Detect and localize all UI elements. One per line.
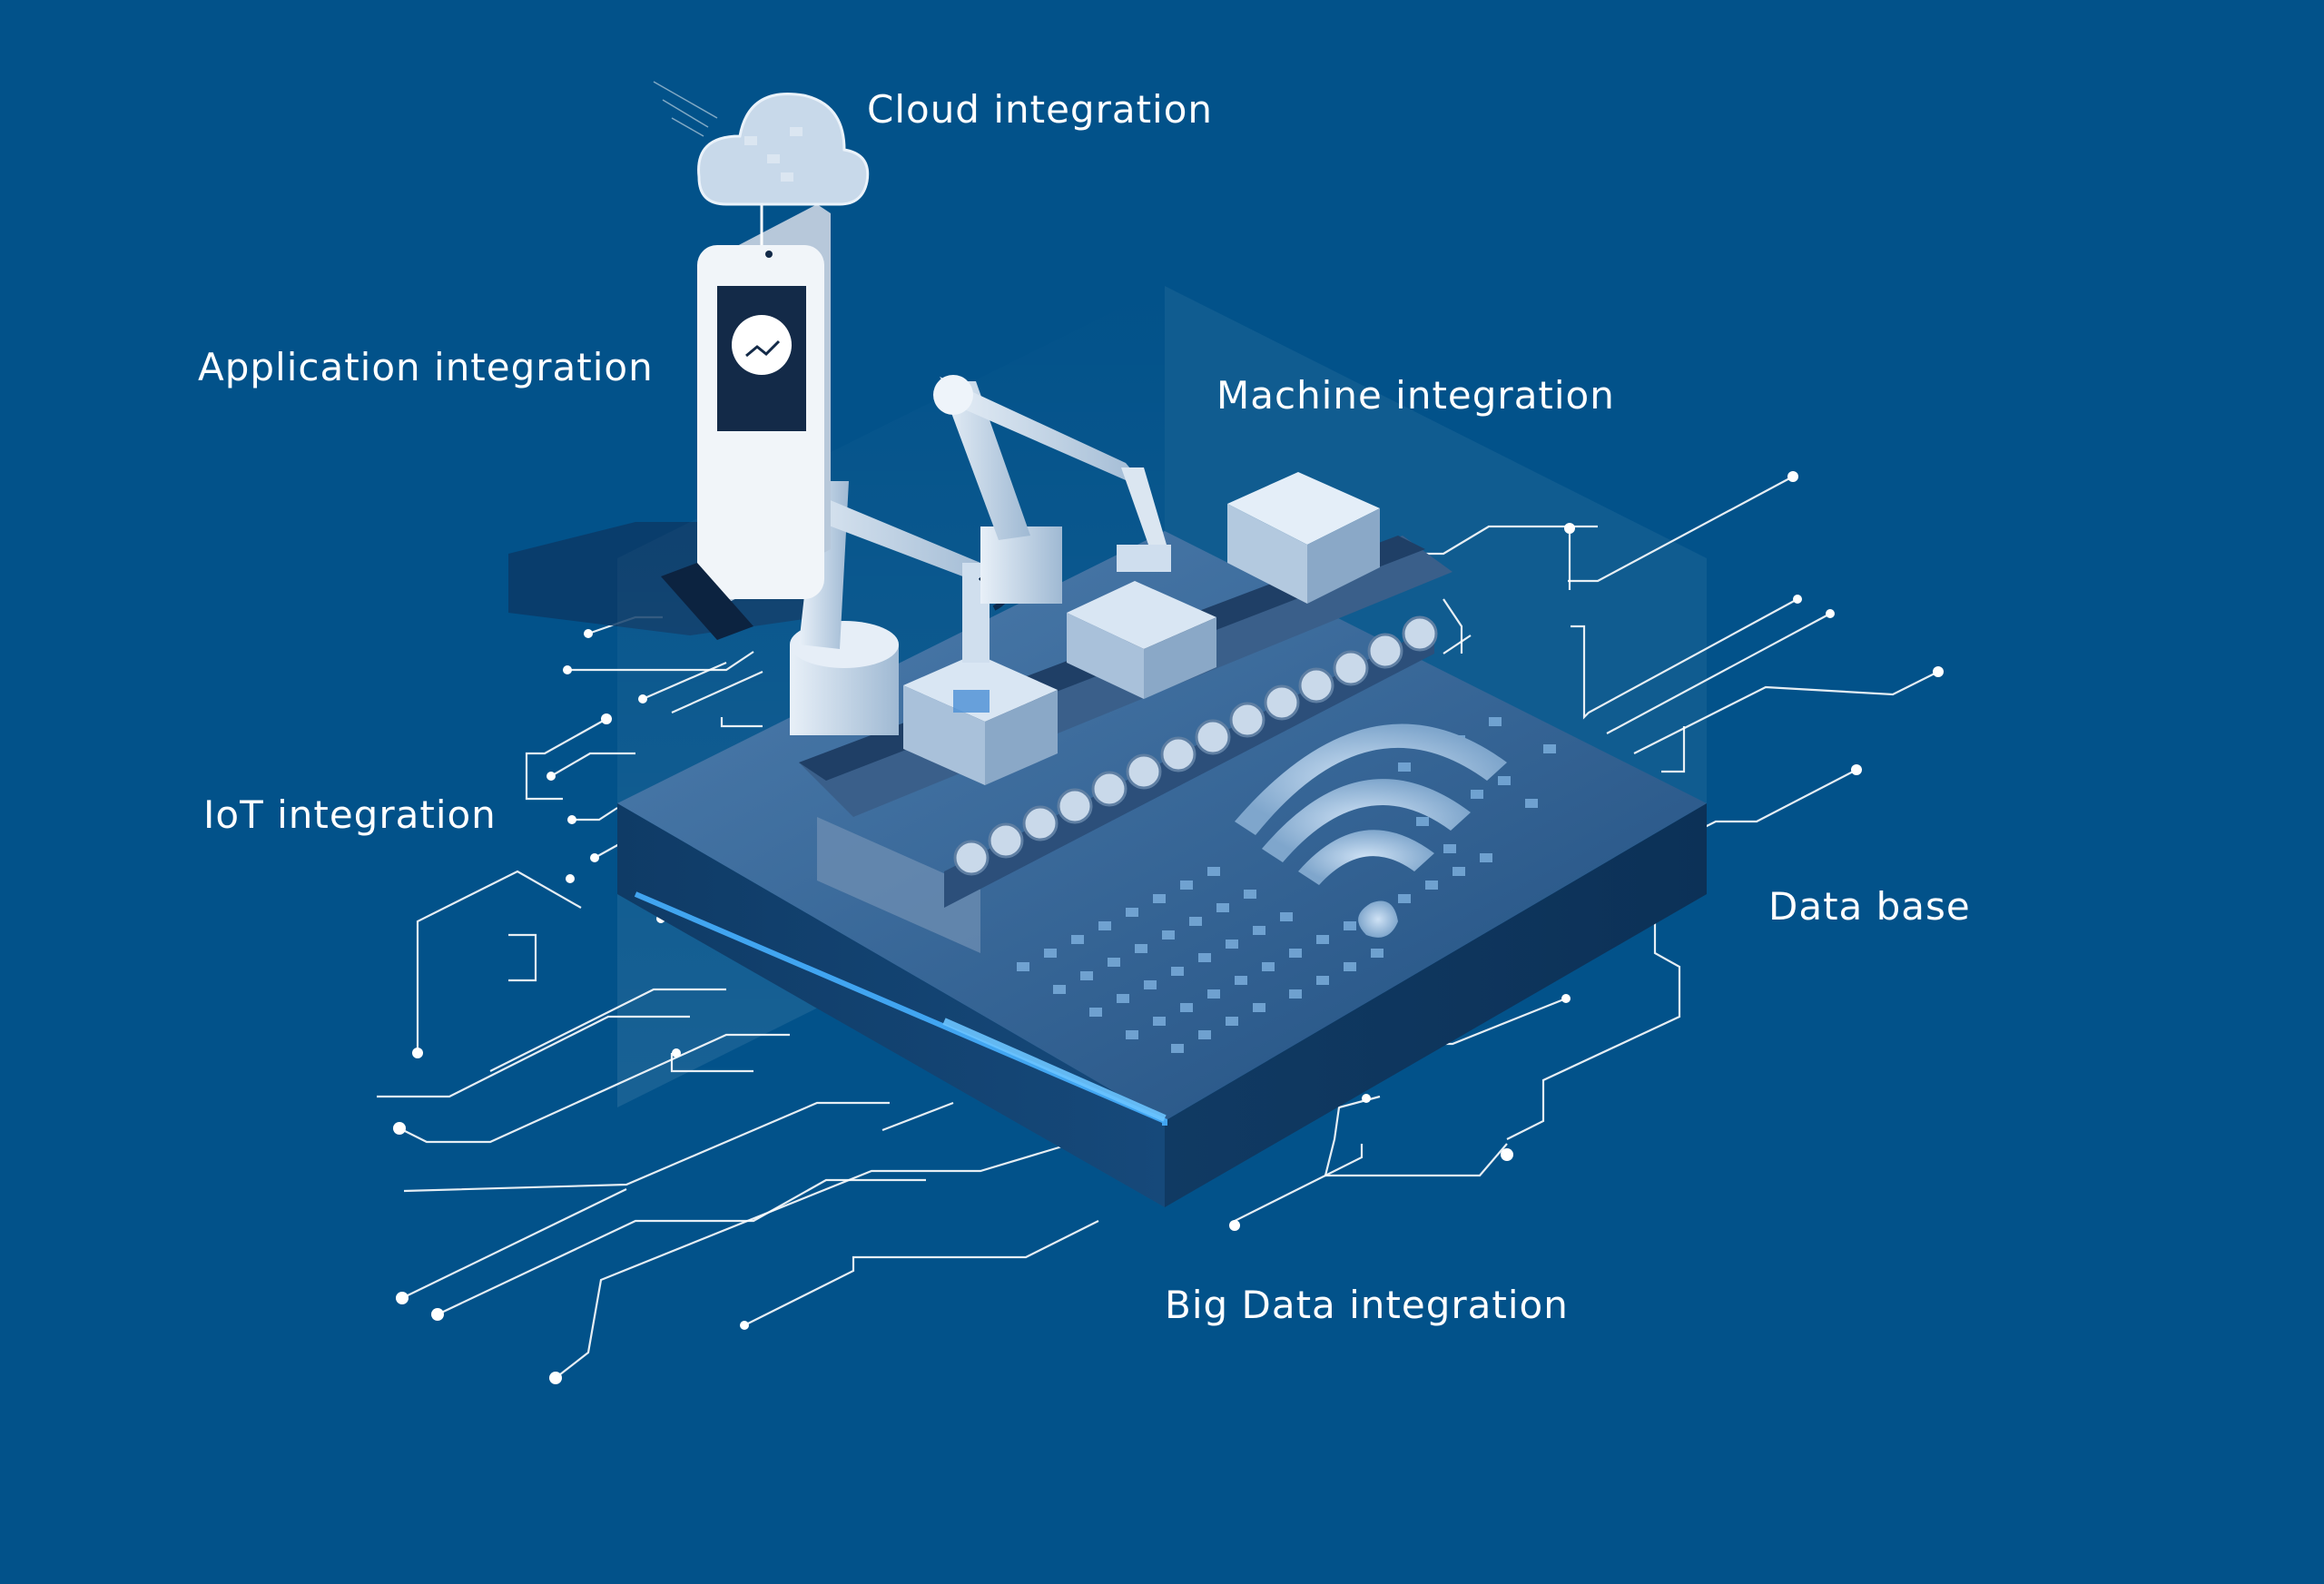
label-iot-integration: IoT integration: [203, 792, 497, 837]
glass-wall-right: [1165, 286, 1707, 826]
label-big-data-integration: Big Data integration: [1165, 1283, 1569, 1327]
label-application-integration: Application integration: [198, 345, 654, 389]
cloud-icon: [653, 81, 870, 245]
label-data-base: Data base: [1768, 884, 1971, 929]
product-boxes: [903, 472, 1380, 785]
smartphone-icon: [661, 204, 831, 640]
label-machine-integration: Machine integration: [1216, 373, 1615, 418]
wifi-icon: [1235, 723, 1507, 938]
label-cloud-integration: Cloud integration: [867, 87, 1214, 132]
